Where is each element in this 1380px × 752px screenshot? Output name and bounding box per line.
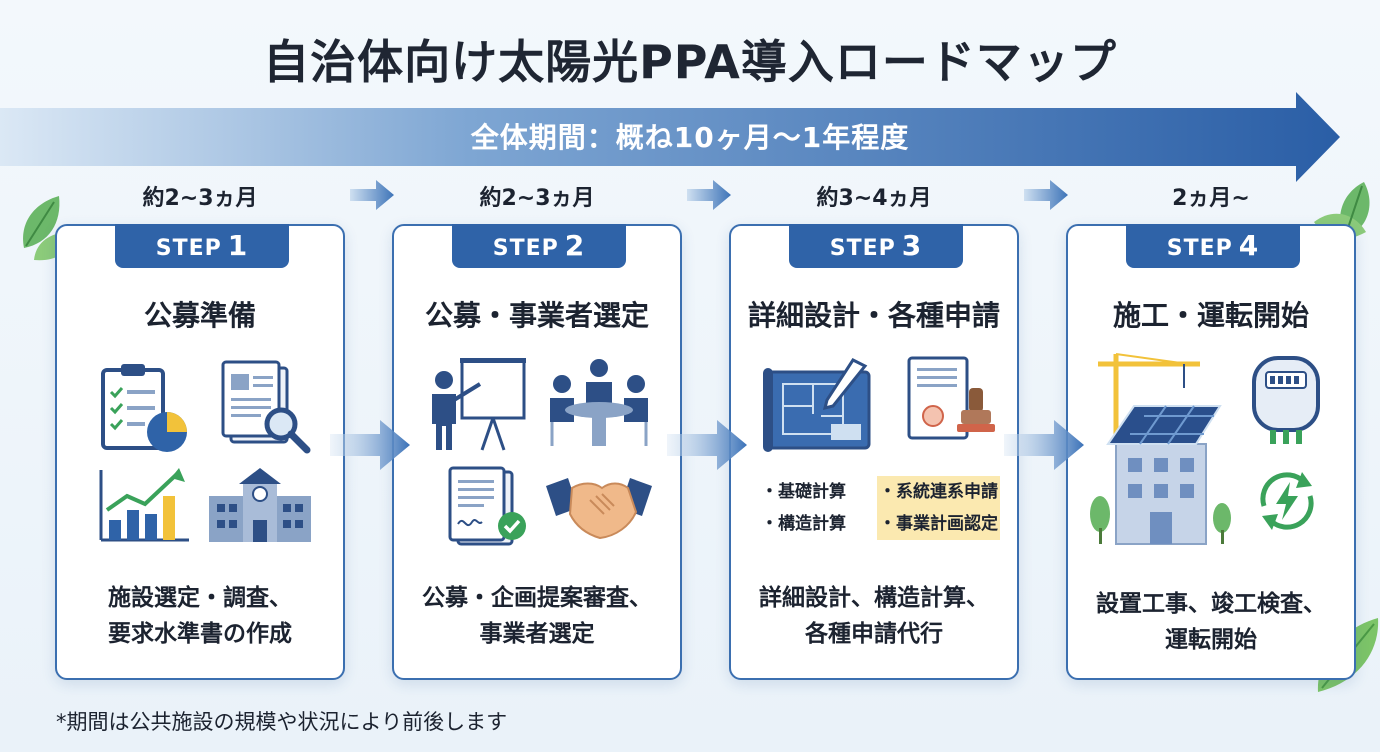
public-building-icon <box>209 468 311 542</box>
task-item: ・基礎計算 <box>761 482 846 502</box>
small-arrow-icon <box>350 180 394 210</box>
step-4-description: 設置工事、竣工検査、 運転開始 <box>1096 591 1326 653</box>
blueprint-icon <box>763 358 871 452</box>
period-step-1: 約2~3ヵ月 <box>142 186 258 211</box>
renewable-energy-icon <box>1260 472 1314 530</box>
clipboard-chart-icon <box>101 364 187 452</box>
task-item: ・事業計画認定 <box>877 508 1000 540</box>
period-step-3: 約3~4ヵ月 <box>816 186 932 211</box>
overall-period: 全体期間：概ね10ヶ月～1年程度 <box>470 121 910 154</box>
task-item: ・構造計算 <box>761 514 846 534</box>
step-4-title: 施工・運転開始 <box>1112 299 1309 332</box>
step-3-title: 詳細設計・各種申請 <box>747 299 1000 332</box>
task-item: ・系統連系申請 <box>877 476 1000 508</box>
meeting-icon <box>550 359 648 446</box>
step-2-title: 公募・事業者選定 <box>424 299 649 332</box>
stamped-document-icon <box>907 356 995 440</box>
step-2-description: 公募・企画提案審査、 事業者選定 <box>422 585 652 647</box>
step-arrow-icon <box>330 420 410 470</box>
footnote: *期間は公共施設の規模や状況により前後します <box>56 710 508 734</box>
growth-chart-icon <box>99 468 189 542</box>
step-arrow-icon <box>667 420 747 470</box>
handshake-icon <box>546 478 652 540</box>
signed-document-icon <box>448 466 526 546</box>
solar-building-icon <box>1090 353 1231 545</box>
step-1-description: 施設選定・調査、 要求水準書の作成 <box>108 585 292 647</box>
period-step-4: 2ヵ月~ <box>1172 186 1250 211</box>
step-1-title: 公募準備 <box>143 299 256 332</box>
electric-meter-icon <box>1252 356 1320 444</box>
timeline-banner-arrow <box>0 92 1340 182</box>
small-arrow-icon <box>1024 180 1068 210</box>
document-search-icon <box>221 360 311 454</box>
page-title: 自治体向け太陽光PPA導入ロードマップ <box>263 35 1117 89</box>
step-3-description: 詳細設計、構造計算、 各種申請代行 <box>759 585 989 647</box>
small-arrow-icon <box>687 180 731 210</box>
step-arrow-icon <box>1004 420 1084 470</box>
period-step-2: 約2~3ヵ月 <box>479 186 595 211</box>
presentation-icon <box>432 358 526 451</box>
